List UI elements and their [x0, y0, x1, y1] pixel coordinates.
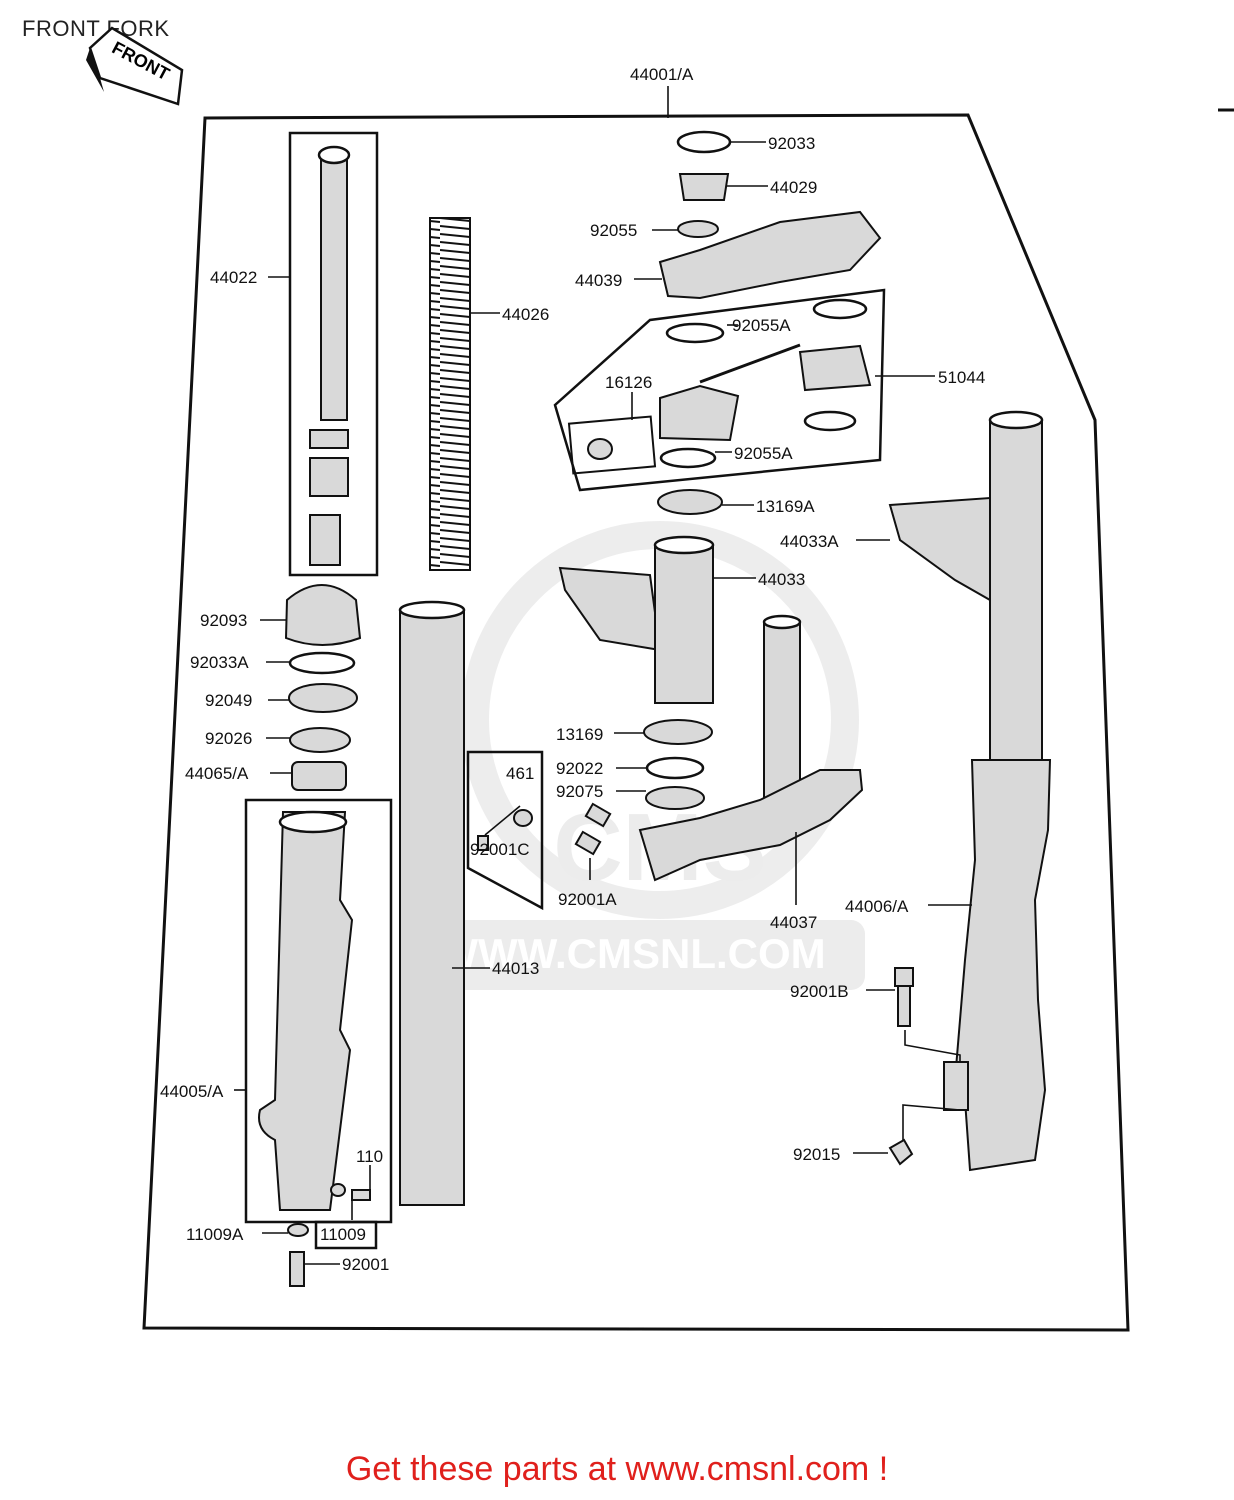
label-11009A: 11009A [186, 1225, 244, 1244]
lower-bracket-part [638, 769, 864, 882]
label-92055A-top: 92055A [732, 316, 791, 335]
fork-tube-44013-part [398, 600, 466, 1206]
label-13169A: 13169A [756, 497, 815, 516]
label-92055: 92055 [590, 221, 637, 240]
outer-tube-right-part [953, 759, 1052, 1172]
label-44006A: 44006/A [845, 897, 909, 916]
ring-92033A-part [288, 651, 356, 675]
label-44013: 44013 [492, 959, 539, 978]
washer-92022-part [645, 756, 705, 780]
headlight-bracket-right-part [888, 496, 1002, 602]
page-title: FRONT FORK [22, 16, 170, 41]
ring-92055-part [677, 220, 719, 238]
handlebar-box [553, 288, 886, 492]
outer-tube-left-part [258, 811, 354, 1211]
seal-92075-part [645, 786, 705, 810]
washer-92026-part [289, 727, 351, 753]
label-44029: 44029 [770, 178, 817, 197]
inner-tube-right-part [989, 419, 1043, 761]
front-arrow-icon: FRONT [86, 26, 184, 106]
watermark-url: WWW.CMSNL.COM [438, 930, 825, 977]
dust-seal-part [284, 584, 362, 646]
label-92093: 92093 [200, 611, 247, 630]
label-461: 461 [506, 764, 534, 783]
label-92049: 92049 [205, 691, 252, 710]
label-44033: 44033 [758, 570, 805, 589]
label-44005A: 44005/A [160, 1082, 224, 1101]
bushing-44065A-part [291, 761, 347, 791]
assembly-frame [142, 113, 1130, 1332]
label-44037: 44037 [770, 913, 817, 932]
label-92001A: 92001A [558, 890, 617, 909]
nut-44029-part [678, 173, 730, 201]
fork-spring-part [429, 217, 471, 571]
label-92022: 92022 [556, 759, 603, 778]
upper-bracket-part [658, 210, 882, 300]
label-92033: 92033 [768, 134, 815, 153]
label-92033A: 92033A [190, 653, 249, 672]
label-44022: 44022 [210, 268, 257, 287]
footer-link-text: Get these parts at www.cmsnl.com ! [345, 1450, 889, 1488]
label-92026: 92026 [205, 729, 252, 748]
label-110: 110 [356, 1147, 383, 1166]
label-92015: 92015 [793, 1145, 840, 1164]
label-92055A-bottom: 92055A [734, 444, 793, 463]
bolt-kit-box [466, 750, 544, 911]
label-44039: 44039 [575, 271, 622, 290]
inner-tube-part [309, 145, 351, 566]
label-44001A: 44001/A [630, 65, 694, 84]
label-92075: 92075 [556, 782, 603, 801]
nut-92015-part [888, 1138, 914, 1166]
label-92001B: 92001B [790, 982, 849, 1001]
oil-seal-part [288, 683, 358, 713]
label-44065A: 44065/A [185, 764, 249, 783]
steering-pipe-44033-part [654, 544, 714, 704]
bearing-13169A-part [657, 489, 723, 515]
label-44033A: 44033A [780, 532, 839, 551]
headlight-bracket-part [558, 566, 662, 652]
label-44026: 44026 [502, 305, 549, 324]
label-51044: 51044 [938, 368, 985, 387]
label-13169: 13169 [556, 725, 603, 744]
fork-tube-kit-box [288, 131, 379, 577]
ring-92033-part [676, 130, 732, 154]
label-16126: 16126 [605, 373, 652, 392]
label-92001C: 92001C [470, 840, 530, 859]
bearing-13169-part [643, 719, 713, 745]
label-92001: 92001 [342, 1255, 389, 1274]
label-11009: 11009 [320, 1225, 366, 1244]
